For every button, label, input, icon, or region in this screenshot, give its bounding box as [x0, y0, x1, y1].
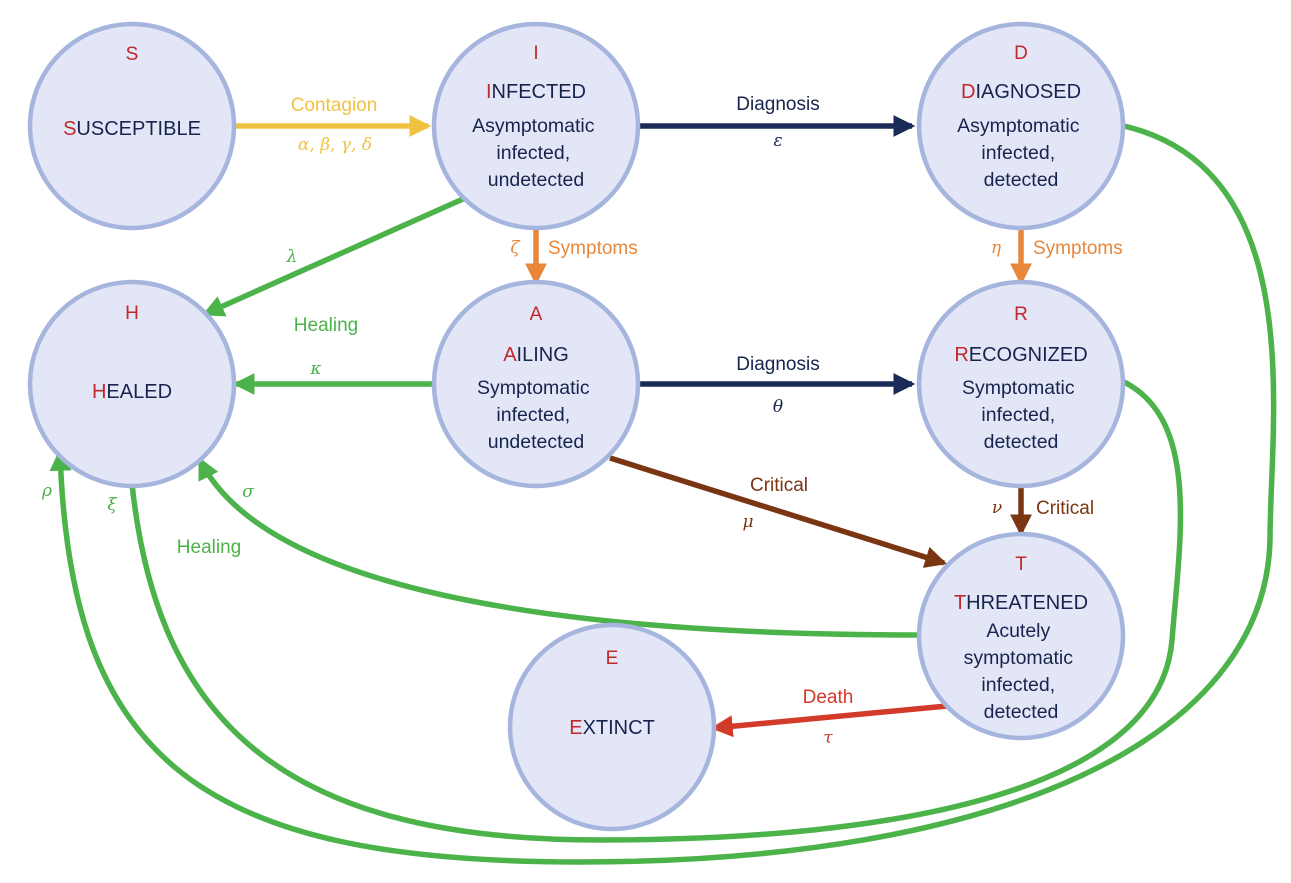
- eta-param: η: [991, 238, 1002, 258]
- epsilon-param: ε: [773, 131, 782, 151]
- zeta-param: ζ: [510, 238, 521, 258]
- critical-label-diag: Critical: [750, 475, 808, 496]
- edge-healing-t-to-h: [197, 457, 921, 638]
- node-r-desc: Symptomatic infected, detected: [962, 377, 1080, 453]
- node-a-letter: A: [530, 304, 543, 325]
- node-r-name: RECOGNIZED: [954, 344, 1087, 366]
- node-t: T THREATENED Acutely symptomatic infecte…: [916, 531, 1126, 741]
- xi-param: ξ: [107, 495, 118, 515]
- healing-label-top: Healing: [294, 315, 358, 336]
- node-i-desc: Asymptomatic infected, undetected: [472, 115, 600, 191]
- edge-critical-a-to-t: [609, 455, 948, 568]
- node-d: D DIAGNOSED Asymptomatic infected, detec…: [916, 21, 1126, 231]
- sigma-param: σ: [242, 482, 254, 502]
- node-r-letter: R: [1014, 304, 1028, 325]
- symptoms-label-right: Symptoms: [1033, 238, 1123, 259]
- node-e-letter: E: [606, 648, 619, 669]
- edge-healing-i-to-h: [201, 196, 465, 317]
- edge-death-t-to-e: [710, 703, 948, 738]
- contagion-params: α, β, γ, δ: [298, 135, 372, 155]
- edges: [49, 115, 1277, 865]
- node-s-letter: S: [126, 44, 139, 65]
- node-h-letter: H: [125, 303, 139, 324]
- node-d-name: DIAGNOSED: [961, 81, 1081, 103]
- node-i: I INFECTED Asymptomatic infected, undete…: [431, 21, 641, 231]
- edge-healing-d-to-h: [49, 123, 1277, 865]
- node-i-letter: I: [533, 43, 538, 64]
- node-s: S SUSCEPTIBLE: [27, 21, 237, 231]
- contagion-label: Contagion: [291, 95, 378, 116]
- node-a-name: AILING: [503, 344, 569, 366]
- node-e: E EXTINCT: [507, 622, 717, 832]
- tau-param: τ: [823, 728, 833, 748]
- node-a: A AILING Symptomatic infected, undetecte…: [431, 279, 641, 489]
- node-d-letter: D: [1014, 43, 1028, 64]
- node-s-name: SUSCEPTIBLE: [63, 118, 201, 140]
- node-h: H HEALED: [27, 279, 237, 489]
- node-r: R RECOGNIZED Symptomatic infected, detec…: [916, 279, 1126, 489]
- node-d-desc: Asymptomatic infected, detected: [957, 115, 1085, 191]
- theta-param: θ: [773, 397, 783, 417]
- diagnosis-label-top: Diagnosis: [736, 94, 819, 115]
- rho-param: ρ: [41, 481, 52, 501]
- node-i-name: INFECTED: [486, 81, 586, 103]
- death-label: Death: [803, 687, 854, 708]
- lambda-param: λ: [286, 247, 298, 267]
- node-h-name: HEALED: [92, 381, 172, 403]
- nu-param: ν: [992, 498, 1002, 518]
- node-t-name: THREATENED: [954, 592, 1088, 614]
- symptoms-label-left: Symptoms: [548, 238, 638, 259]
- node-t-letter: T: [1015, 554, 1027, 575]
- kappa-param: κ: [309, 359, 321, 379]
- node-e-name: EXTINCT: [569, 717, 655, 739]
- node-t-desc: Acutely symptomatic infected, detected: [964, 620, 1079, 723]
- healing-label-bottom: Healing: [177, 537, 241, 558]
- node-a-desc: Symptomatic infected, undetected: [477, 377, 595, 453]
- edge-healing-r-to-h: [120, 379, 1184, 843]
- critical-label-vert: Critical: [1036, 498, 1094, 519]
- mu-param: μ: [742, 512, 753, 532]
- diagnosis-label-mid: Diagnosis: [736, 354, 819, 375]
- edge-labels: Contagion α, β, γ, δ Diagnosis ε Diagnos…: [41, 94, 1123, 748]
